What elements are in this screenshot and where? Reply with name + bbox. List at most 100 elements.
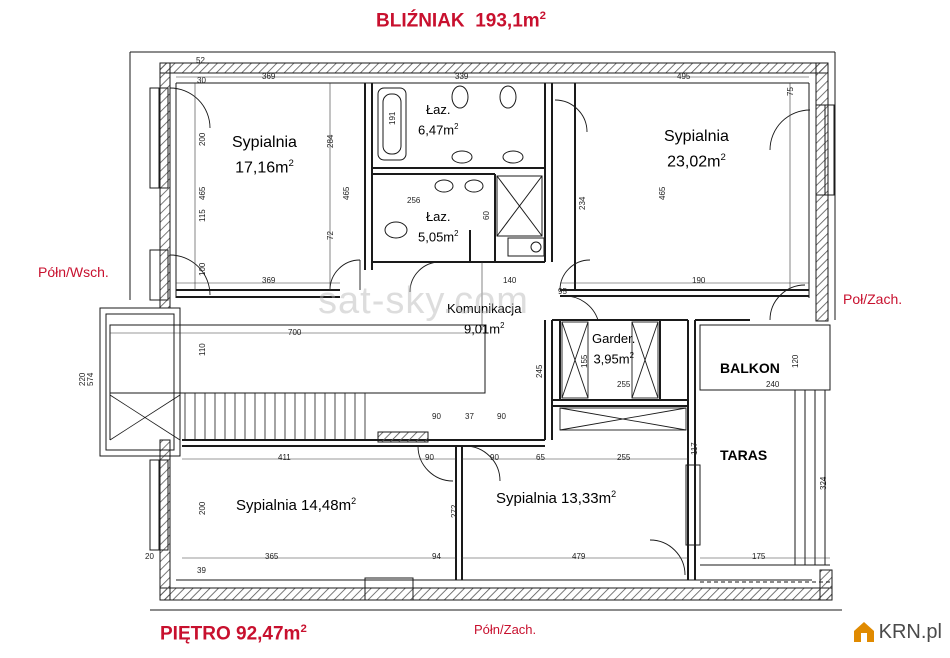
dim-465-mid: 465 bbox=[342, 186, 351, 200]
dim-115: 115 bbox=[198, 209, 207, 222]
dim-479: 479 bbox=[572, 552, 586, 561]
krn-logo[interactable]: KRN.pl bbox=[851, 617, 942, 647]
dim-220: 220 bbox=[78, 372, 87, 386]
dim-120: 120 bbox=[791, 354, 800, 368]
dimension-lines bbox=[110, 76, 830, 559]
dim-30: 30 bbox=[197, 76, 206, 85]
dim-191: 191 bbox=[388, 111, 397, 125]
dim-100: 100 bbox=[198, 262, 207, 276]
room-lazienka-1: Łaz. 6,47m2 bbox=[418, 101, 458, 138]
dim-60: 60 bbox=[482, 211, 491, 220]
dim-234: 234 bbox=[578, 196, 587, 210]
dim-90b: 90 bbox=[497, 412, 506, 421]
dim-255b: 255 bbox=[617, 453, 631, 462]
dim-65: 65 bbox=[536, 453, 545, 462]
room-sypialnia-4: Sypialnia 13,33m2 bbox=[496, 484, 616, 509]
dim-200-bottom: 200 bbox=[198, 501, 207, 515]
dim-574: 574 bbox=[86, 372, 95, 386]
room-sypialnia-1: Sypialnia 17,16m2 bbox=[232, 132, 297, 178]
room-komunikacja: Komunikacja 9,01m2 bbox=[447, 300, 521, 337]
building-type: BLIŹNIAK bbox=[376, 10, 465, 32]
dim-20: 20 bbox=[145, 552, 154, 561]
room-area: 3,95m bbox=[593, 351, 630, 367]
building-title: BLIŹNIAK 193,1m2 bbox=[376, 10, 546, 32]
dim-90c: 90 bbox=[425, 453, 434, 462]
door-swings bbox=[169, 87, 811, 576]
dim-255: 255 bbox=[617, 380, 631, 389]
room-name: Garder. bbox=[592, 331, 636, 346]
room-area: 17,16m bbox=[235, 159, 289, 177]
dim-369-top: 369 bbox=[262, 72, 276, 81]
interior-walls bbox=[176, 83, 809, 580]
dim-175: 175 bbox=[752, 552, 766, 561]
dim-240: 240 bbox=[766, 380, 780, 389]
dim-465-right: 465 bbox=[658, 186, 667, 200]
dim-324: 324 bbox=[819, 476, 828, 490]
outer-wall-lines bbox=[129, 51, 842, 611]
dim-top-495: 495 bbox=[677, 72, 691, 81]
terrace-outline bbox=[699, 324, 831, 583]
logo-text: KRN.pl bbox=[878, 620, 942, 643]
staircase bbox=[99, 307, 486, 457]
room-area: 9,01m bbox=[463, 321, 501, 337]
dim-94: 94 bbox=[432, 552, 441, 561]
room-area: 6,47m bbox=[418, 122, 455, 138]
room-name: Łaz. bbox=[425, 209, 451, 224]
dim-39: 39 bbox=[197, 566, 206, 575]
room-area-sup: 2 bbox=[454, 229, 459, 238]
dim-top-339: 339 bbox=[455, 72, 469, 81]
room-area-sup: 2 bbox=[629, 351, 634, 360]
dim-110: 110 bbox=[198, 343, 207, 356]
windows bbox=[149, 87, 835, 601]
dim-117: 117 bbox=[690, 442, 699, 455]
room-area-sup: 2 bbox=[611, 489, 617, 499]
dim-37: 37 bbox=[465, 412, 474, 421]
dim-72: 72 bbox=[326, 231, 335, 240]
room-name-area: Sypialnia 14,48m bbox=[236, 497, 352, 514]
room-balkon: BALKON bbox=[720, 360, 780, 376]
dim-284: 284 bbox=[326, 134, 335, 148]
building-area: 193,1m bbox=[475, 10, 540, 32]
dim-90a: 90 bbox=[432, 412, 441, 421]
dim-465-left: 465 bbox=[198, 186, 207, 200]
dim-95: 95 bbox=[558, 287, 567, 296]
room-sypialnia-3: Sypialnia 14,48m2 bbox=[236, 491, 356, 516]
dim-190: 190 bbox=[692, 276, 706, 285]
room-area-sup: 2 bbox=[454, 122, 459, 131]
bathroom-fixtures bbox=[377, 85, 545, 257]
room-area-sup: 2 bbox=[500, 321, 505, 330]
dim-245: 245 bbox=[535, 364, 544, 378]
orientation-bottom: Półn/Zach. bbox=[474, 622, 537, 637]
dim-369-bottom: 369 bbox=[262, 276, 276, 285]
floor-label-sup: 2 bbox=[300, 623, 307, 635]
orientation-left: Półn/Wsch. bbox=[38, 264, 109, 280]
watermark: sat-sky.com bbox=[318, 280, 529, 322]
dim-140: 140 bbox=[503, 276, 517, 285]
room-area-sup: 2 bbox=[288, 158, 294, 169]
room-area-sup: 2 bbox=[720, 152, 726, 163]
room-area: 23,02m bbox=[667, 153, 721, 171]
building-area-sup: 2 bbox=[539, 10, 547, 22]
dim-90d: 90 bbox=[490, 453, 499, 462]
room-name: Sypialnia bbox=[664, 128, 729, 145]
floor-label: PIĘTRO 92,47m bbox=[160, 623, 301, 645]
dim-75: 75 bbox=[786, 87, 795, 96]
dim-365: 365 bbox=[265, 552, 279, 561]
dim-700: 700 bbox=[288, 328, 302, 337]
house-icon bbox=[853, 622, 874, 642]
room-sypialnia-2: Sypialnia 23,02m2 bbox=[664, 126, 729, 172]
dim-256: 256 bbox=[407, 196, 421, 205]
room-name: Komunikacja bbox=[447, 301, 522, 316]
dim-top-52: 52 bbox=[196, 56, 205, 65]
room-area-sup: 2 bbox=[351, 496, 357, 506]
room-taras: TARAS bbox=[720, 447, 768, 463]
room-name: Sypialnia bbox=[232, 134, 297, 151]
dim-200-left: 200 bbox=[198, 132, 207, 146]
room-name-area: Sypialnia 13,33m bbox=[496, 490, 612, 507]
dim-272: 272 bbox=[450, 504, 459, 518]
room-lazienka-2: Łaz. 5,05m2 bbox=[418, 208, 458, 245]
floor-title: PIĘTRO 92,47m2 bbox=[160, 623, 307, 645]
dim-411: 411 bbox=[278, 453, 291, 462]
garderoba-shelves bbox=[559, 321, 687, 431]
